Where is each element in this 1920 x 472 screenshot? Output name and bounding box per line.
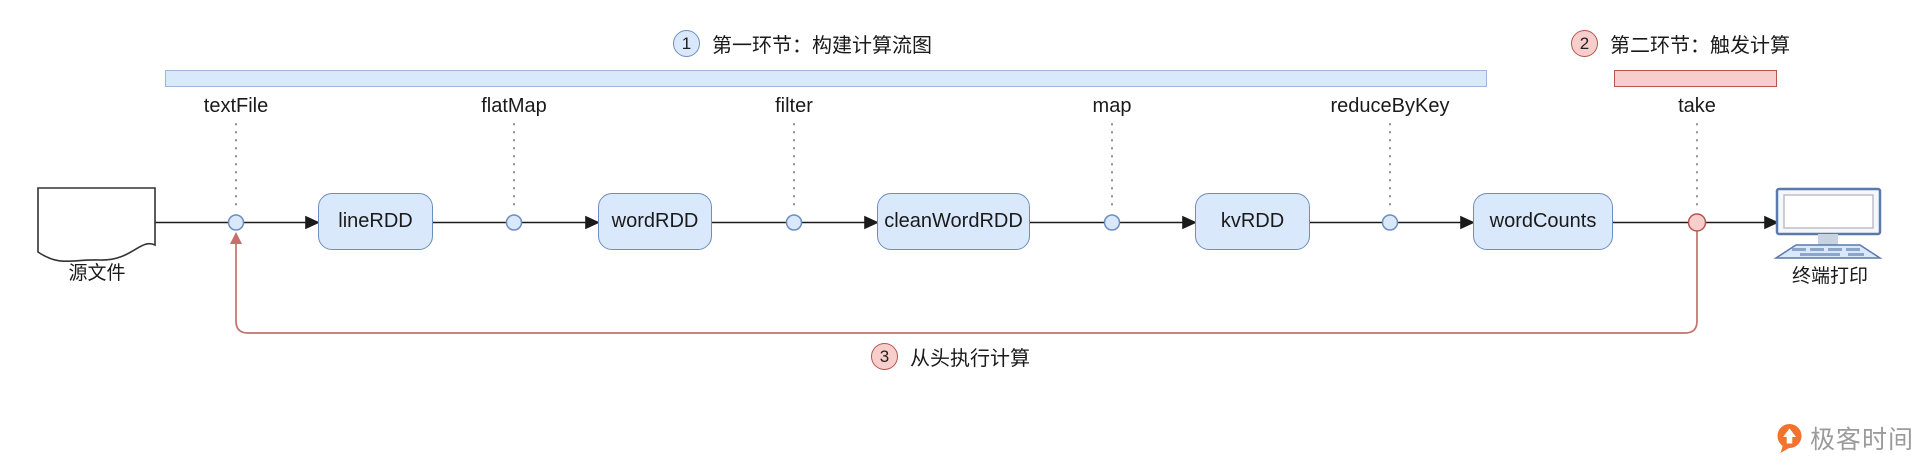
op-label-map: map [1092, 95, 1132, 117]
phase2-label: 2 第二环节：触发计算 [1571, 30, 1790, 57]
terminal-icon [1773, 187, 1883, 259]
point-filter [785, 214, 803, 231]
node-clean-word-rdd: cleanWordRDD [877, 193, 1030, 250]
node-word-rdd: wordRDD [598, 193, 712, 250]
point-take [1687, 213, 1707, 232]
phase2-span-bar [1614, 70, 1777, 87]
point-textfile [227, 214, 245, 231]
op-label-take: take [1678, 95, 1716, 117]
geektime-logo-icon [1777, 423, 1802, 453]
geektime-logo: 极客时间 [1776, 420, 1914, 456]
op-label-filter: filter [775, 95, 813, 117]
phase3-text: 从头执行计算 [910, 348, 1030, 370]
point-flatmap [505, 214, 523, 231]
phase1-label: 1 第一环节：构建计算流图 [673, 30, 932, 57]
terminal-label: 终端打印 [1791, 266, 1869, 287]
phase2-number-badge: 2 [1571, 30, 1598, 57]
op-label-textfile: textFile [203, 95, 269, 117]
source-file-label: 源文件 [68, 263, 126, 284]
op-label-reducebykey: reduceByKey [1330, 95, 1450, 117]
op-label-flatmap: flatMap [481, 95, 547, 117]
phase1-number-badge: 1 [673, 30, 700, 57]
phase1-text: 第一环节：构建计算流图 [712, 35, 932, 57]
source-file-icon [37, 187, 156, 262]
phase3-number-badge: 3 [871, 343, 898, 370]
point-map [1103, 214, 1121, 231]
node-line-rdd: lineRDD [318, 193, 433, 250]
phase1-span-bar [165, 70, 1487, 87]
geektime-logo-text: 极客时间 [1810, 426, 1915, 454]
node-word-counts: wordCounts [1473, 193, 1613, 250]
phase2-text: 第二环节：触发计算 [1610, 35, 1790, 57]
phase3-label: 3 从头执行计算 [871, 343, 1030, 370]
node-kv-rdd: kvRDD [1195, 193, 1310, 250]
point-reducebykey [1381, 214, 1399, 231]
